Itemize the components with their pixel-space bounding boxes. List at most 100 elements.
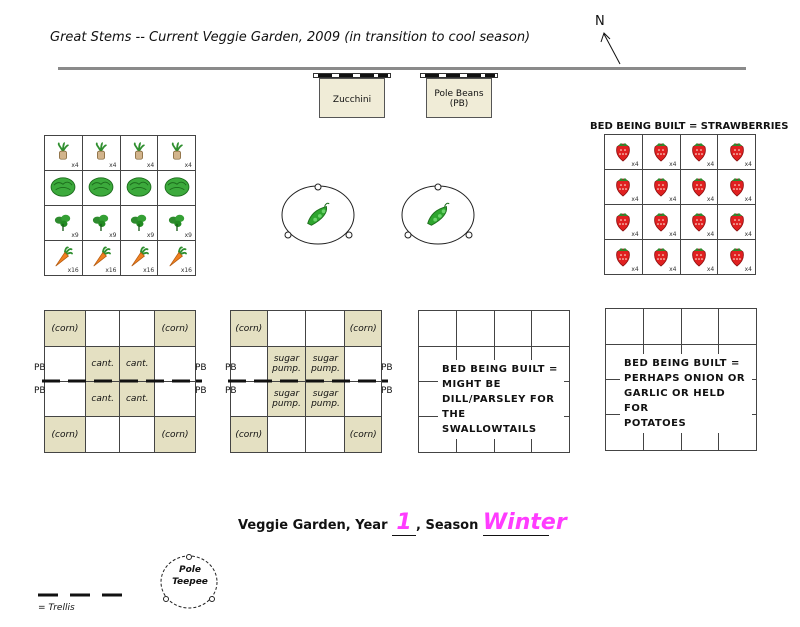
strawberry-cell: x4 (641, 204, 681, 240)
sugar-pumpkin-label: sugar (312, 389, 339, 399)
bed-cell: x4 (157, 135, 196, 171)
bed5-note: BED BEING BUILT = MIGHT BE DILL/PARSLEY … (438, 360, 564, 439)
pole-bean-marker: PB (34, 363, 46, 373)
spinach-icon (168, 213, 186, 231)
plant-count: x16 (180, 267, 192, 274)
pole-teepee-legend-label: Pole Teepee (160, 564, 220, 588)
pea-teepee-right (401, 183, 475, 245)
strawberry-icon (651, 140, 671, 162)
sugar-pumpkin-label: pump. (272, 364, 301, 374)
strawberry-cell: x4 (604, 134, 643, 170)
bed-cell: x16 (157, 240, 196, 276)
corn-cell: (corn) (230, 416, 268, 453)
strawberry-icon (689, 210, 709, 232)
pole-bean-marker: PB (195, 386, 207, 396)
bed-cell: x4 (119, 135, 159, 171)
strawberry-icon (727, 140, 747, 162)
strawberry-icon (613, 245, 633, 267)
plant-count: x4 (669, 231, 677, 238)
sugar-pumpkin-label: pump. (311, 399, 340, 409)
bed-cell: x4 (44, 135, 83, 171)
zucchini-trellis: Zucchini (313, 73, 391, 118)
plant-count: x9 (109, 232, 117, 239)
season-field: Winter (482, 510, 567, 536)
strawberry-cell: x4 (717, 204, 756, 240)
strawberry-bed-heading: BED BEING BUILT = STRAWBERRIES (590, 121, 789, 132)
bed-cell (344, 381, 382, 417)
plant-count: x4 (706, 231, 715, 238)
strawberry-icon (727, 245, 747, 267)
corn-cell: (corn) (344, 416, 382, 453)
garden-caption: Veggie Garden, Year 1, Season Winter (238, 510, 567, 536)
note-line: BED BEING BUILT = (624, 358, 740, 369)
plant-count: x4 (669, 266, 677, 273)
corn-cell: (corn) (230, 310, 268, 347)
season-value: Winter (482, 510, 567, 535)
lettuce-icon (87, 176, 115, 198)
plant-count: x4 (146, 162, 155, 169)
pole-bean-marker: PB (225, 386, 237, 396)
pole-beans-abbrev: (PB) (449, 99, 469, 109)
legend-text: Teepee (172, 577, 208, 587)
bed3-trellis (42, 379, 202, 383)
bed-cell (230, 346, 268, 382)
sugar-pumpkin-label: sugar (273, 389, 300, 399)
turnip-icon (92, 142, 110, 162)
strawberry-cell: x4 (604, 204, 643, 240)
trellis-legend-icon (38, 593, 122, 597)
bed-cell (119, 416, 156, 453)
strawberry-icon (613, 175, 633, 197)
plant-count: x4 (631, 161, 639, 168)
bed-cell (305, 416, 346, 453)
plant-count: x4 (669, 196, 677, 203)
bed-cell (154, 346, 196, 382)
strawberry-icon (651, 175, 671, 197)
bed-cell (119, 170, 159, 206)
plant-count: x4 (706, 161, 715, 168)
pea-teepee-left (281, 183, 355, 245)
north-arrow-icon (600, 32, 621, 65)
note-line: DILL/PARSLEY FOR (442, 394, 555, 405)
strawberry-cell: x4 (641, 239, 681, 275)
plant-count: x4 (631, 231, 639, 238)
note-line: POTATOES (624, 418, 687, 429)
carrot-icon (167, 246, 187, 268)
sugar-pumpkin-label: pump. (272, 399, 301, 409)
note-line: THE SWALLOWTAILS (442, 409, 537, 435)
pole-bean-marker: PB (381, 386, 393, 396)
bed-corn-cantaloupe: (corn) (corn) cant. cant. cant. cant. (c… (44, 310, 196, 453)
trellis-legend-label: = Trellis (38, 603, 75, 613)
note-line: GARLIC OR HELD FOR (624, 388, 726, 414)
plant-count: x16 (143, 267, 155, 274)
cantaloupe-cell: cant. (119, 381, 156, 417)
bed-cell (305, 310, 346, 347)
pole-beans-label: Pole Beans (434, 89, 484, 99)
pole-bean-marker: PB (195, 363, 207, 373)
plant-count: x4 (706, 196, 715, 203)
corn-cell: (corn) (44, 416, 86, 453)
bed-cell (81, 170, 121, 206)
spinach-icon (130, 213, 148, 231)
plant-count: x9 (71, 232, 79, 239)
plant-count: x4 (706, 266, 715, 273)
strawberry-cell: x4 (641, 169, 681, 205)
plant-count: x16 (105, 267, 117, 274)
bed-veggies: x4 x4 x4 x4 x9 x9 x9 x9 x16 x16 x16 x16 (44, 135, 196, 276)
strawberry-cell: x4 (717, 169, 756, 205)
pole-bean-marker: PB (225, 363, 237, 373)
sugar-pumpkin-label: sugar (273, 354, 300, 364)
plant-count: x4 (669, 161, 677, 168)
pole-bean-marker: PB (381, 363, 393, 373)
strawberry-cell: x4 (641, 134, 681, 170)
carrot-icon (129, 246, 149, 268)
caption-prefix: Veggie Garden, Year (238, 518, 388, 533)
plant-count: x4 (744, 196, 752, 203)
page-title: Great Stems -- Current Veggie Garden, 20… (50, 30, 531, 45)
cantaloupe-cell: cant. (84, 346, 121, 382)
bed-cell (157, 170, 196, 206)
strawberry-icon (689, 245, 709, 267)
strawberry-icon (689, 140, 709, 162)
plant-count: x16 (67, 267, 79, 274)
